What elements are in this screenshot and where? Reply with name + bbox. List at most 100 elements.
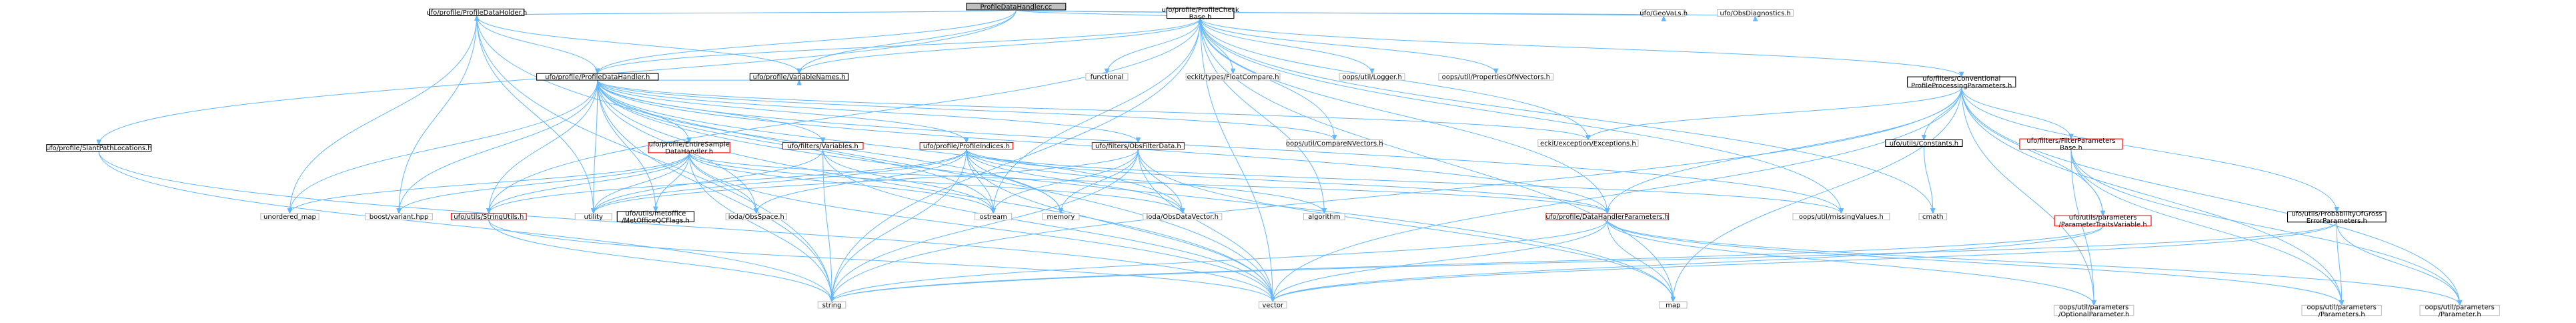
edge-indices-to-algorithm [966, 149, 1327, 214]
node-label: /MetOfficeQCFlags.h [622, 217, 690, 224]
edge-entire-to-boostvariant [396, 152, 690, 214]
node-box [1166, 7, 1235, 19]
edge-entire-to-stringutils [486, 152, 690, 214]
node-label: ufo/utils/parameters [2069, 214, 2137, 222]
node-slant[interactable]: ufo/profile/SlantPathLocations.h [46, 144, 152, 152]
edge-handler-to-unordered [287, 80, 598, 214]
node-memory: memory [1042, 213, 1080, 221]
node-obsfilter[interactable]: ufo/filters/ObsFilterData.h [1091, 142, 1185, 150]
node-string: string [817, 301, 846, 309]
node-box [1438, 73, 1554, 81]
node-root[interactable]: ProfileDataHandler.cc [966, 3, 1067, 11]
edge-holder-to-varnames [476, 15, 802, 75]
edge-convparams-to-constants [1921, 87, 1962, 141]
edge-convparams-to-param [1961, 87, 2463, 306]
node-variables[interactable]: ufo/filters/Variables.h [782, 142, 864, 150]
edge-root-to-obsdiag [1015, 9, 1758, 21]
edge-checkbase-to-floatcmp [1200, 18, 1236, 75]
node-label: boost/variant.hpp [370, 214, 429, 221]
node-label: ufo/filters/ObsFilterData.h [1095, 143, 1181, 150]
node-exceptions: eckit/exception/Exceptions.h [1537, 139, 1639, 147]
edge-convparams-to-exceptions [1585, 87, 1962, 141]
node-label: ufo/filters/Conventional [1922, 75, 2000, 83]
node-obsdatavec: ioda/ObsDataVector.h [1143, 213, 1223, 221]
node-label: ioda/ObsSpace.h [728, 214, 784, 221]
edge-traitvar-to-vector [1270, 226, 2104, 303]
node-varnames[interactable]: ufo/profile/VariableNames.h [749, 73, 849, 81]
node-box [1537, 139, 1639, 147]
edge-checkbase-to-dhparams [1200, 18, 1610, 214]
edge-handler-to-indices [597, 80, 969, 143]
node-box [1642, 9, 1686, 17]
node-floatcmp: eckit/types/FloatCompare.h [1185, 73, 1281, 81]
node-cmath: cmath [1918, 213, 1948, 221]
node-metoffice[interactable]: ufo/utils/metoffice/MetOfficeQCFlags.h [616, 210, 695, 225]
edge-obsfilter-to-utility [590, 149, 1139, 214]
node-box [2301, 304, 2382, 316]
edge-variables-to-utility [590, 149, 824, 214]
node-vector: vector [1258, 301, 1287, 309]
edge-convparams-to-dhparams [1604, 87, 1962, 214]
node-optparam: oops/util/parameters/OptionalParameter.h [2053, 304, 2134, 318]
node-label: /Parameter.h [2439, 311, 2481, 318]
node-label: map [1666, 302, 1680, 309]
node-box [782, 142, 864, 150]
node-label: oops/util/missingValues.h [1799, 214, 1884, 221]
node-label: ufo/profile/ProfileDataHolder.h [426, 9, 527, 17]
node-unordered: unordered_map [260, 213, 319, 221]
node-stringutils[interactable]: ufo/utils/StringUtils.h [450, 213, 527, 221]
edge-probgross-to-vector [1270, 222, 2337, 303]
node-box [725, 213, 787, 221]
node-label: eckit/types/FloatCompare.h [1187, 74, 1279, 81]
node-box [749, 73, 849, 81]
node-comparenvec: oops/util/CompareNVectors.h [1286, 139, 1383, 147]
node-label: oops/util/PropertiesOfNVectors.h [1442, 74, 1550, 81]
node-constants[interactable]: ufo/utils/Constants.h [1885, 139, 1963, 147]
node-label: /ParameterTraitsVariable.h [2059, 222, 2147, 229]
node-convparams[interactable]: ufo/filters/ConventionalProfileProcessin… [1907, 75, 2016, 90]
edge-traitvar-to-string [829, 226, 2104, 303]
edge-holder-to-unordered [287, 15, 478, 214]
node-label: ufo/filters/Variables.h [787, 143, 858, 150]
node-box [1545, 213, 1670, 221]
edge-root-to-handler [595, 9, 1017, 75]
node-handler[interactable]: ufo/profile/ProfileDataHandler.h [536, 73, 659, 81]
node-label: ufo/GeoVaLs.h [1640, 10, 1688, 17]
node-label: utility [584, 214, 604, 221]
edge-handler-to-map [597, 80, 1676, 303]
node-label: string [822, 302, 842, 309]
node-probgross[interactable]: ufo/utils/ProbabilityOfGrossErrorParamet… [2287, 210, 2387, 225]
node-holder[interactable]: ufo/profile/ProfileDataHolder.h [426, 8, 527, 17]
node-box [1085, 73, 1129, 81]
node-indices[interactable]: ufo/profile/ProfileIndices.h [919, 142, 1014, 150]
node-box [1339, 73, 1405, 81]
node-algorithm: algorithm [1303, 213, 1345, 221]
node-label: ufo/utils/StringUtils.h [454, 214, 524, 221]
edge-handler-to-entire [597, 80, 692, 143]
edge-probgross-to-string [829, 222, 2337, 303]
node-label: ufo/profile/EntireSample [649, 141, 730, 148]
node-label: DataHandler.h [665, 148, 713, 155]
node-box [574, 213, 612, 221]
node-box [1185, 73, 1281, 81]
node-label: oops/util/parameters [2059, 304, 2128, 311]
node-box [1907, 76, 2016, 88]
node-dhparams[interactable]: ufo/profile/DataHandlerParameters.h [1545, 213, 1670, 221]
node-box [1792, 213, 1890, 221]
node-label: Base.h [2060, 145, 2082, 152]
edge-filterparams-to-traitvar [2070, 149, 2106, 217]
edge-slant-to-vector [98, 151, 1275, 303]
edge-checkbase-to-logger [1200, 18, 1375, 75]
node-traitvar[interactable]: ufo/utils/parameters/ParameterTraitsVari… [2054, 214, 2152, 229]
node-label: /OptionalParameter.h [2058, 311, 2129, 318]
node-label: ufo/filters/FilterParameters [2026, 137, 2115, 145]
edge-obsfilter-to-vector [1137, 149, 1275, 303]
edge-entire-to-vector [688, 152, 1275, 303]
node-label: ufo/profile/ProfileCheck [1161, 7, 1239, 14]
node-box [2053, 304, 2134, 316]
edge-holder-to-vector [476, 15, 1275, 303]
edge-entire-to-unordered [287, 152, 690, 214]
